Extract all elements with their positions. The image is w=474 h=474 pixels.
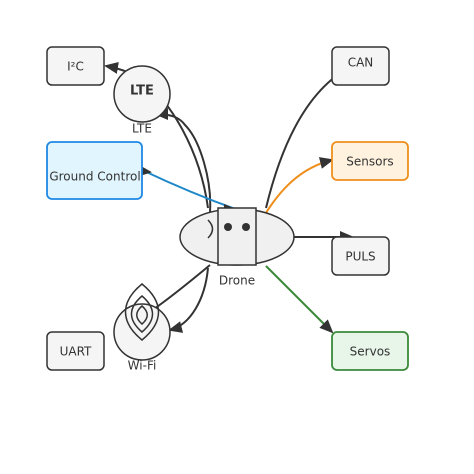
node-puls[interactable]: PULS	[331, 236, 390, 276]
node-drone-label: Drone	[219, 274, 255, 288]
edge-drone-to-wifi	[168, 267, 209, 333]
edge-drone-to-can	[265, 65, 354, 209]
node-lte[interactable]: LTE LTE	[113, 65, 171, 136]
node-wifi-label: Wi-Fi	[128, 359, 157, 373]
wifi-icon	[124, 283, 160, 341]
node-sensors[interactable]: Sensors	[331, 141, 409, 181]
lte-icon	[113, 65, 171, 123]
node-puls-label: PULS	[345, 250, 375, 264]
node-lte-label: LTE	[132, 122, 152, 136]
edge-ground-control-to-drone	[141, 169, 239, 211]
node-servos-label: Servos	[350, 345, 391, 359]
lte-icon-text: LTE	[130, 84, 154, 99]
edge-drone-to-lte	[154, 108, 212, 213]
node-i2c[interactable]: I²C	[46, 46, 105, 86]
node-uart-label: UART	[60, 345, 92, 359]
node-can[interactable]: CAN	[331, 46, 390, 86]
node-sensors-label: Sensors	[346, 155, 393, 169]
edge-drone-to-servos	[265, 265, 334, 334]
node-wifi[interactable]: Wi-Fi	[113, 283, 171, 373]
drone-icon	[179, 207, 295, 266]
node-servos[interactable]: Servos	[331, 331, 409, 371]
edge-drone-to-sensors	[263, 157, 334, 217]
node-ground-control-label: Ground Control	[49, 170, 140, 184]
node-i2c-label: I²C	[67, 60, 84, 74]
node-can-label: CAN	[348, 56, 374, 70]
node-drone[interactable]: Drone	[179, 207, 295, 288]
node-uart[interactable]: UART	[46, 331, 105, 371]
node-ground-control[interactable]: Ground Control	[46, 141, 143, 200]
